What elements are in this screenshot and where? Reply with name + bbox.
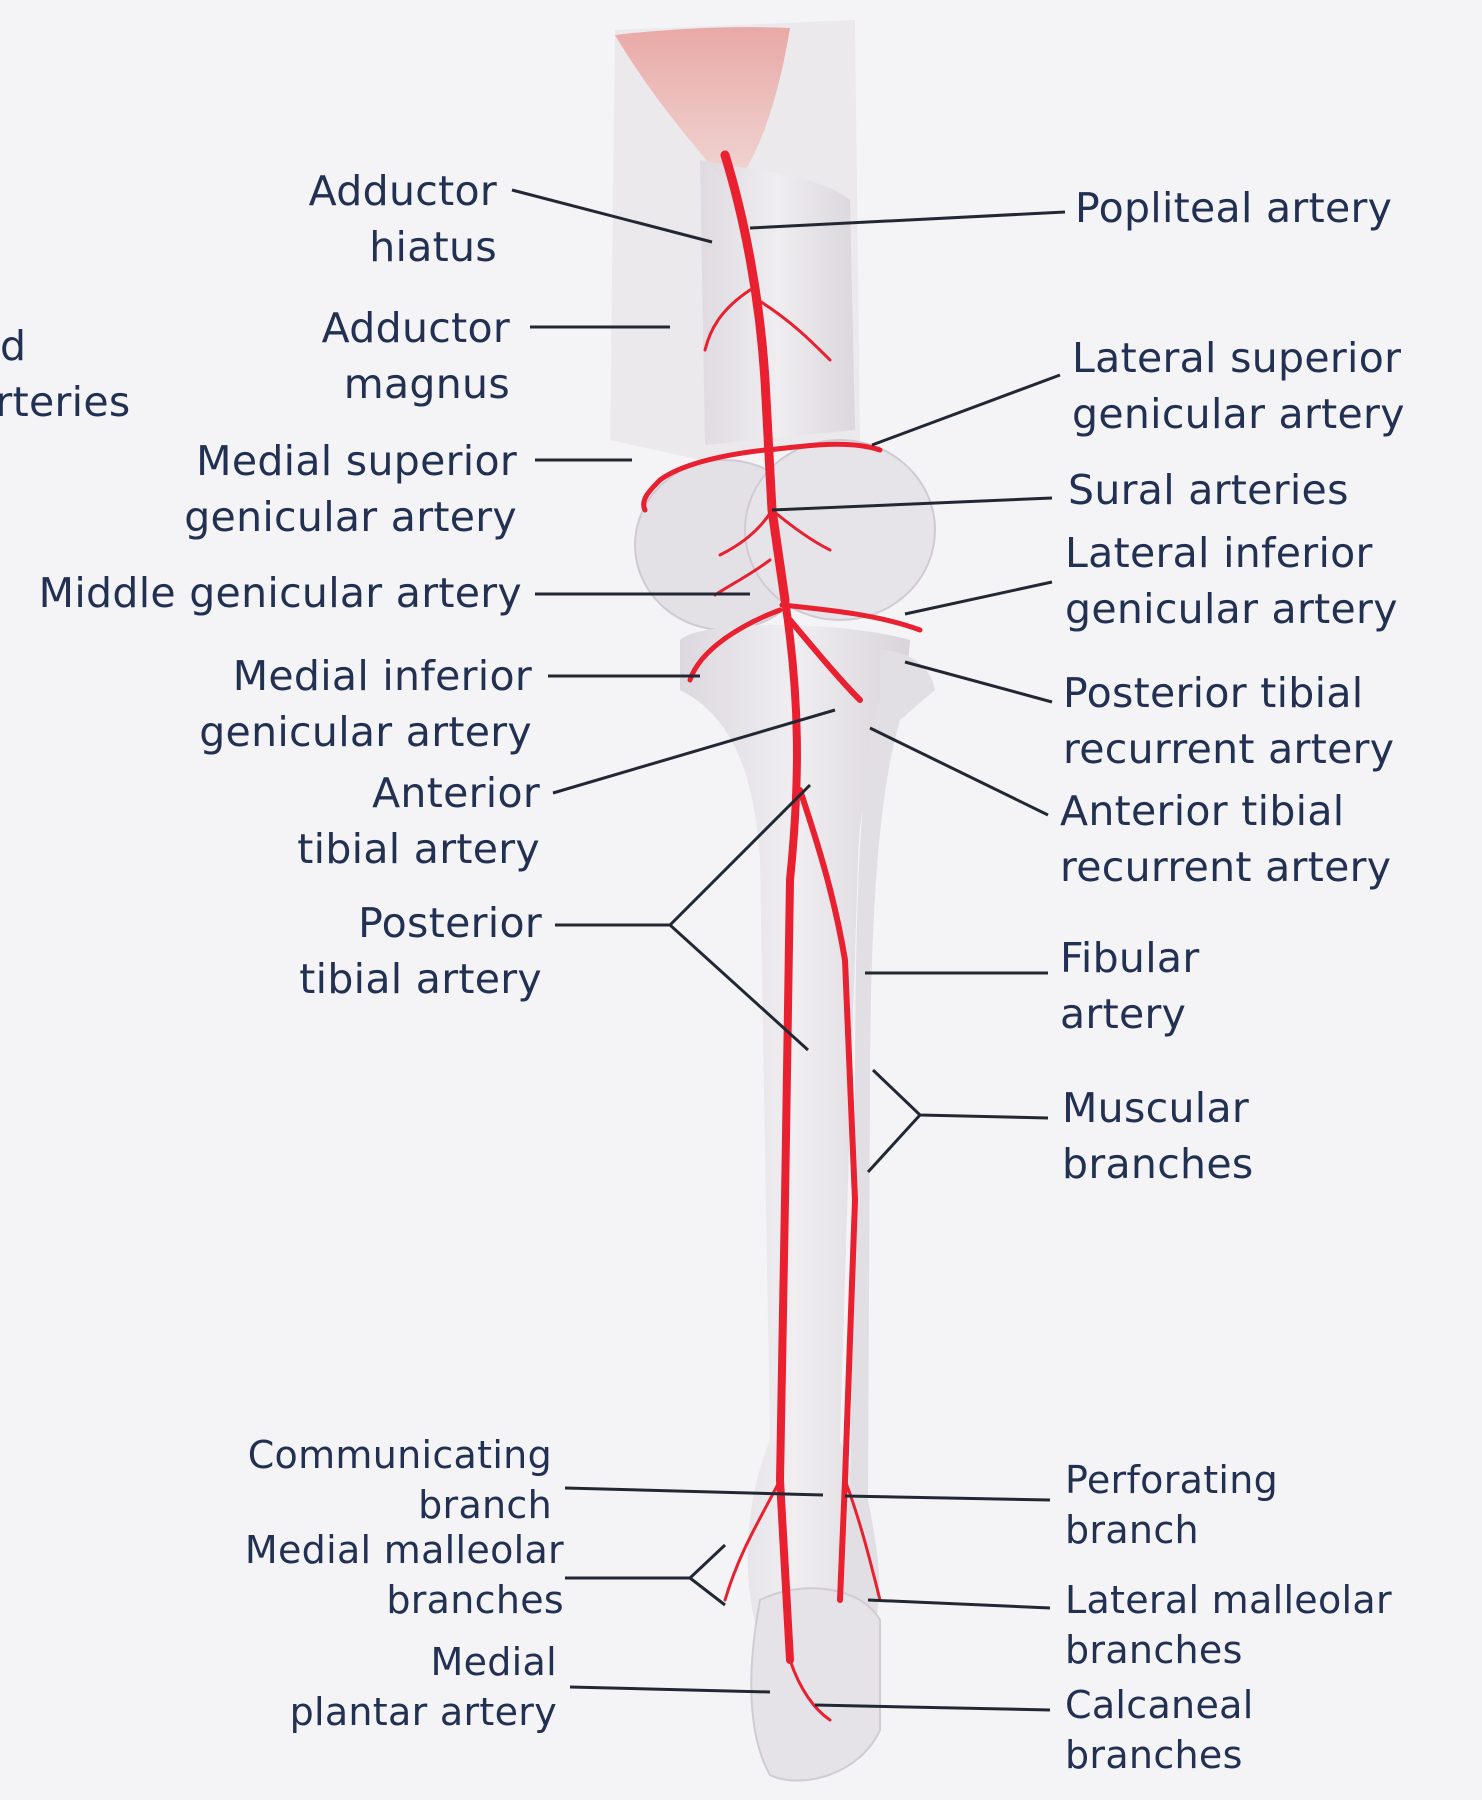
leader-lateral-inferior [905, 582, 1052, 614]
label-posterior-tibial: Posterior tibial artery [299, 895, 542, 1007]
leader-lateral-malleolar [868, 1600, 1050, 1608]
leader-medial-malleolar-2 [690, 1578, 725, 1605]
label-middle-genicular: Middle genicular artery [39, 565, 522, 621]
label-anterior-tibial: Anterior tibial artery [297, 765, 540, 877]
label-communicating-branch: Communicating branch [248, 1430, 552, 1530]
leader-medial-plantar [570, 1687, 770, 1692]
label-medial-plantar: Medial plantar artery [290, 1637, 557, 1737]
label-sural-arteries: Sural arteries [1068, 462, 1349, 518]
leader-anterior-tibial-recurrent [870, 728, 1048, 815]
label-popliteal-artery: Popliteal artery [1075, 180, 1392, 236]
label-cut-off-left: d arteries [0, 318, 131, 430]
label-calcaneal-branches: Calcaneal branches [1065, 1680, 1254, 1780]
heel [751, 1588, 880, 1780]
label-adductor-hiatus: Adductor hiatus [309, 163, 497, 275]
label-muscular-branches: Muscular branches [1062, 1080, 1254, 1192]
leader-muscular [873, 1070, 1048, 1118]
leader-medial-malleolar [565, 1545, 725, 1578]
leader-lateral-superior [872, 375, 1060, 445]
label-adductor-magnus: Adductor magnus [322, 300, 510, 412]
label-lateral-superior-genicular: Lateral superior genicular artery [1072, 330, 1405, 442]
leader-perforating [845, 1496, 1050, 1500]
label-fibular-artery: Fibular artery [1060, 930, 1199, 1042]
label-medial-inferior-genicular: Medial inferior genicular artery [199, 648, 532, 760]
label-posterior-tibial-recurrent: Posterior tibial recurrent artery [1063, 665, 1394, 777]
label-lateral-malleolar: Lateral malleolar branches [1065, 1575, 1392, 1675]
label-lateral-inferior-genicular: Lateral inferior genicular artery [1065, 525, 1398, 637]
femur-shaft [700, 160, 855, 445]
label-anterior-tibial-recurrent: Anterior tibial recurrent artery [1060, 783, 1391, 895]
label-medial-superior-genicular: Medial superior genicular artery [184, 433, 517, 545]
label-perforating-branch: Perforating branch [1065, 1455, 1278, 1555]
leader-muscular-2 [868, 1115, 920, 1172]
label-medial-malleolar: Medial malleolar branches [245, 1525, 564, 1625]
